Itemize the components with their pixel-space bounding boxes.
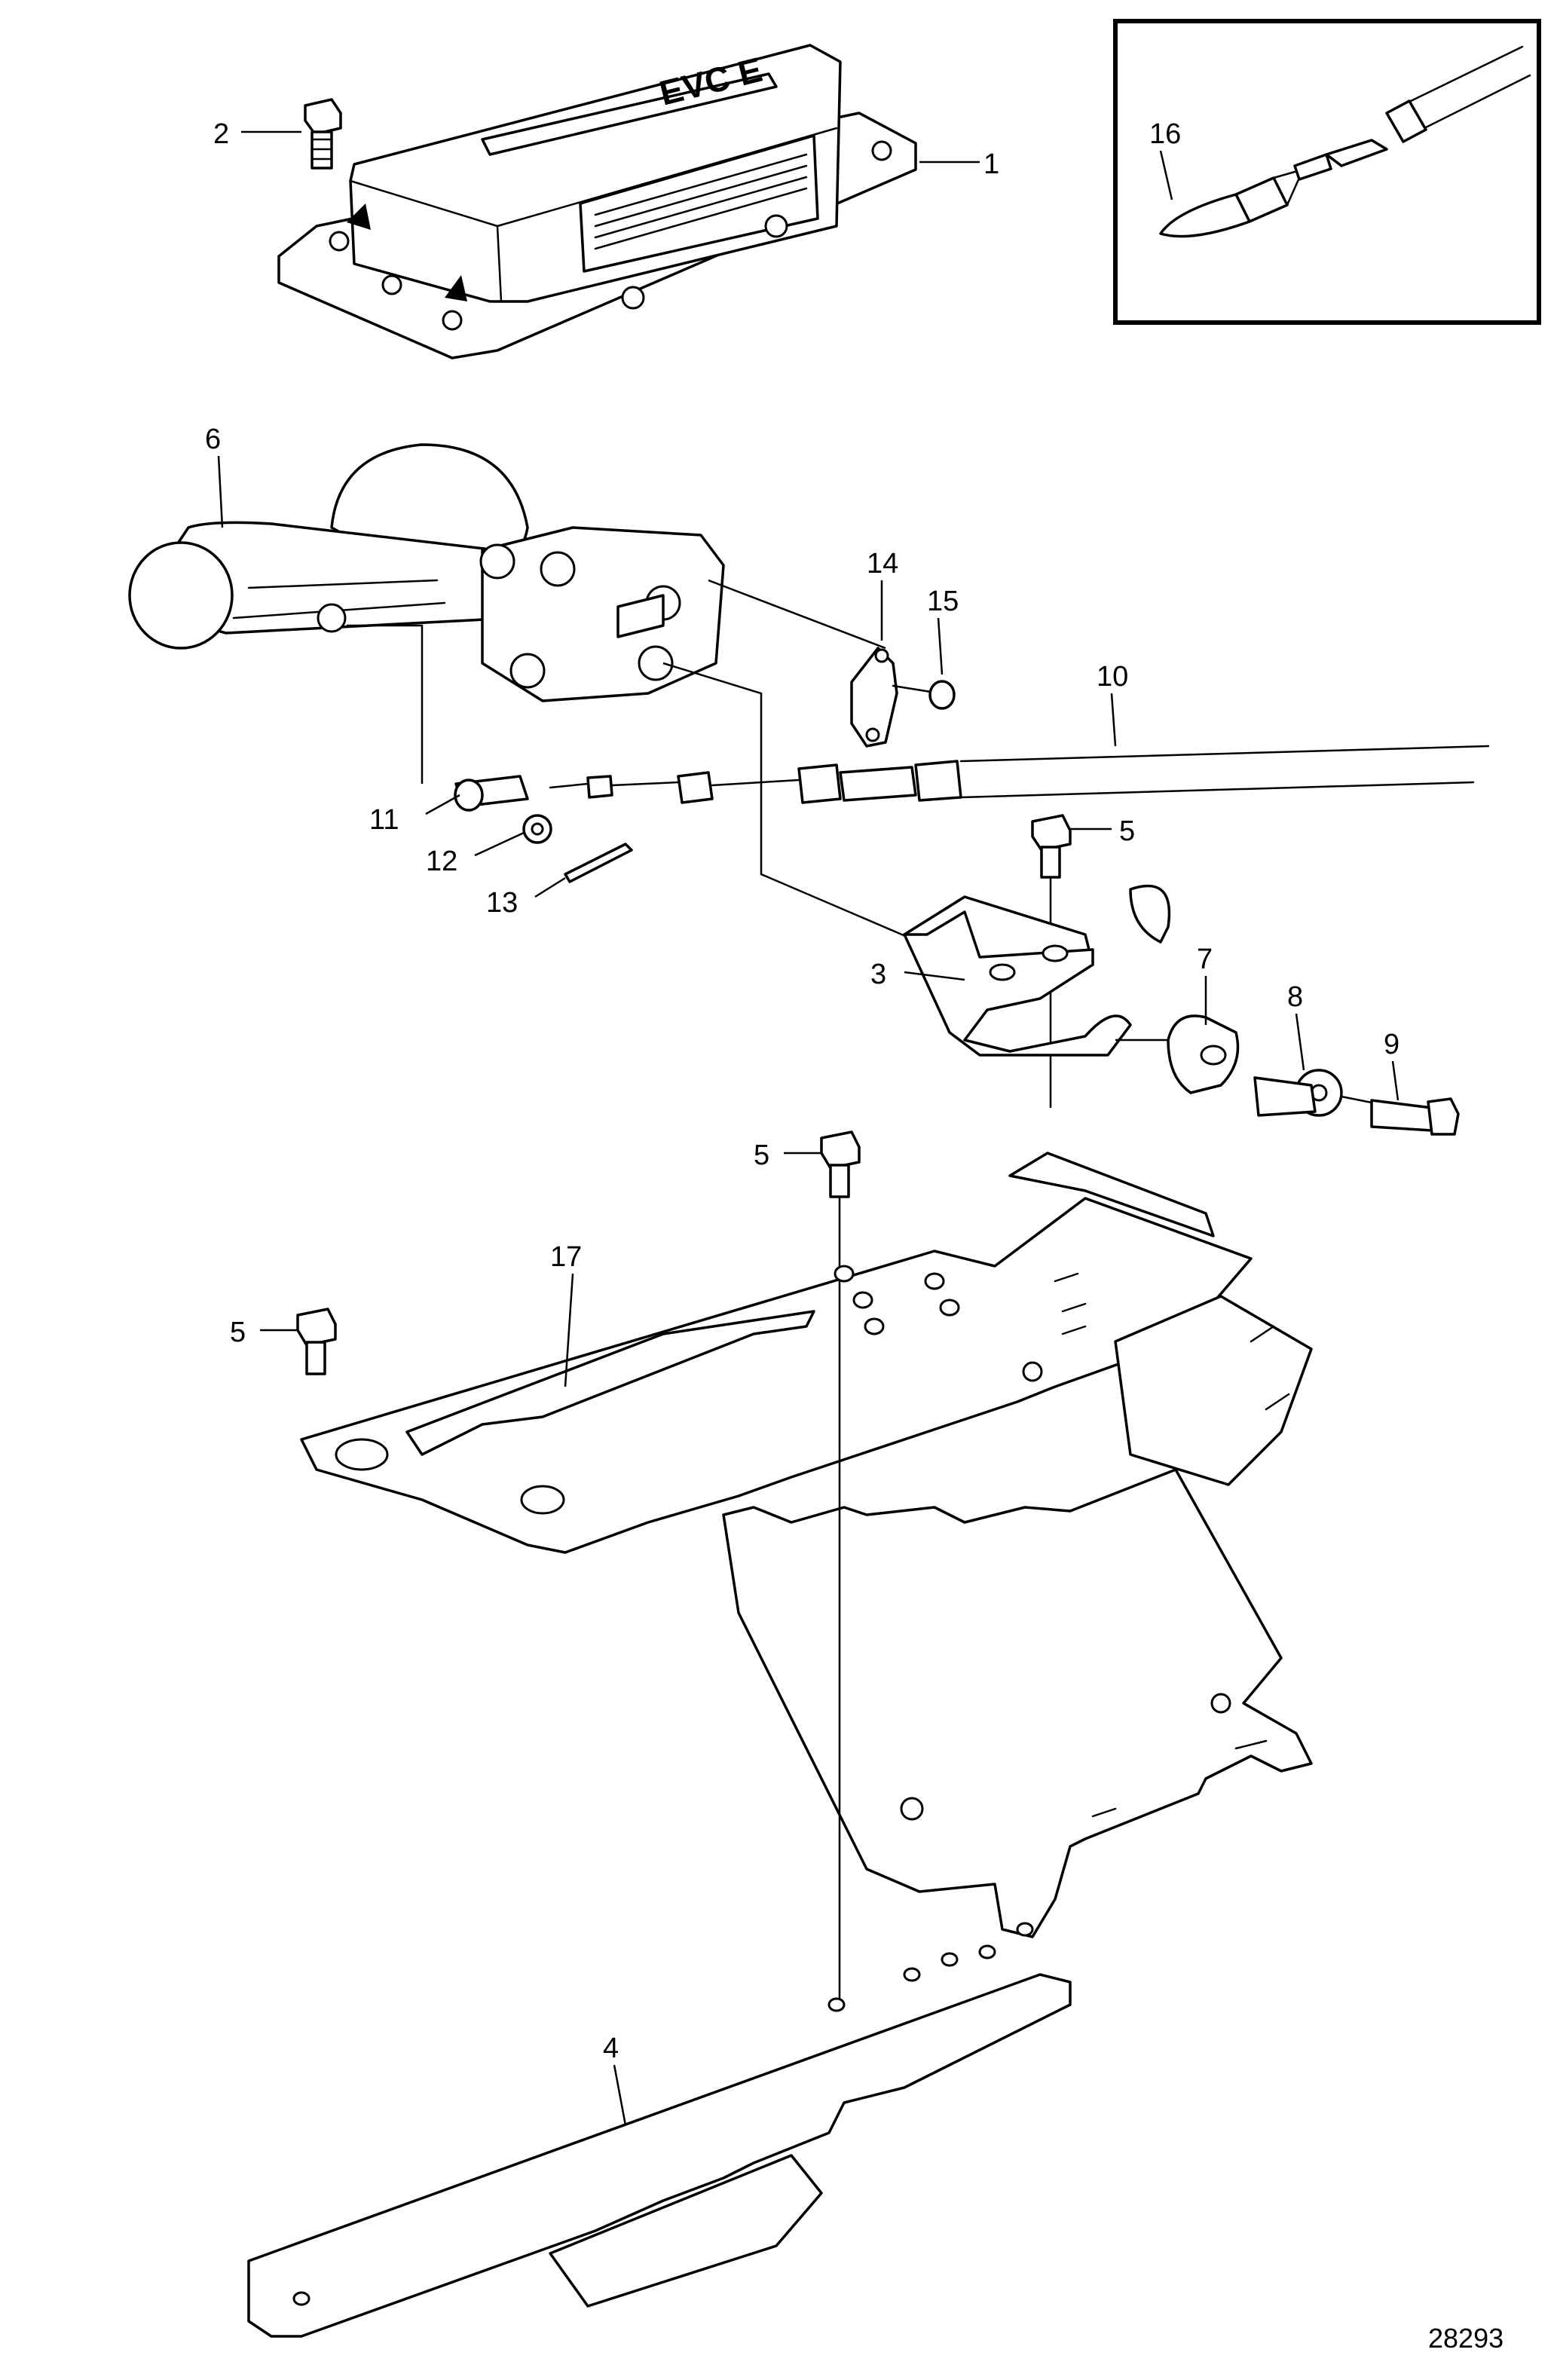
pin-part-11 [454, 775, 529, 812]
lever-pin [317, 603, 347, 633]
spacer-part-8 [1253, 1069, 1343, 1117]
axis-line-cable [662, 662, 920, 944]
callout-7: 7 [1197, 944, 1213, 975]
callout-6: 6 [205, 424, 221, 455]
callout-4: 4 [603, 2033, 619, 2064]
inset-box [1113, 19, 1541, 325]
bolt-part-2 [304, 98, 342, 170]
callout-5-upper: 5 [1119, 815, 1135, 847]
cable-part-10 [549, 745, 1490, 804]
callout-14: 14 [867, 548, 898, 580]
control-lever-unit [128, 443, 725, 702]
drawing-number: 28293 [1428, 2323, 1503, 2354]
callout-1: 1 [983, 148, 999, 180]
callout-leaders [217, 130, 1399, 2126]
callout-9: 9 [1384, 1029, 1399, 1060]
callout-13: 13 [486, 887, 518, 919]
rail-part-4 [247, 1922, 1072, 2338]
callout-5-middle: 5 [754, 1140, 769, 1171]
axis-line-pin [347, 624, 424, 784]
callout-5-left: 5 [230, 1317, 246, 1348]
main-bracket-part-17 [300, 1152, 1313, 2005]
callout-10: 10 [1097, 661, 1128, 693]
axis-line-clamp [708, 579, 886, 650]
inset-cable-end [1159, 45, 1531, 238]
bracket-part-3 [903, 884, 1171, 1057]
callout-8: 8 [1287, 981, 1303, 1013]
callout-3: 3 [870, 959, 886, 990]
ecu-unit: EVC E [277, 44, 917, 359]
rubber-mount-part-7 [1115, 1014, 1240, 1094]
callout-17: 17 [550, 1241, 582, 1273]
cotter-pin-part-13 [564, 843, 633, 883]
screw-part-15 [892, 680, 956, 710]
callout-15: 15 [927, 586, 959, 617]
bolt-part-5-middle [820, 1130, 861, 1266]
washer-part-12 [522, 814, 552, 844]
clamp-part-14 [850, 647, 898, 748]
callout-2: 2 [213, 118, 229, 150]
callout-11: 11 [369, 804, 399, 836]
callout-12: 12 [426, 846, 457, 877]
bolt-part-9 [1340, 1095, 1460, 1136]
bolt-part-5-left [296, 1308, 337, 1375]
callout-16: 16 [1149, 118, 1181, 150]
ecu-connector-pins [594, 153, 808, 250]
